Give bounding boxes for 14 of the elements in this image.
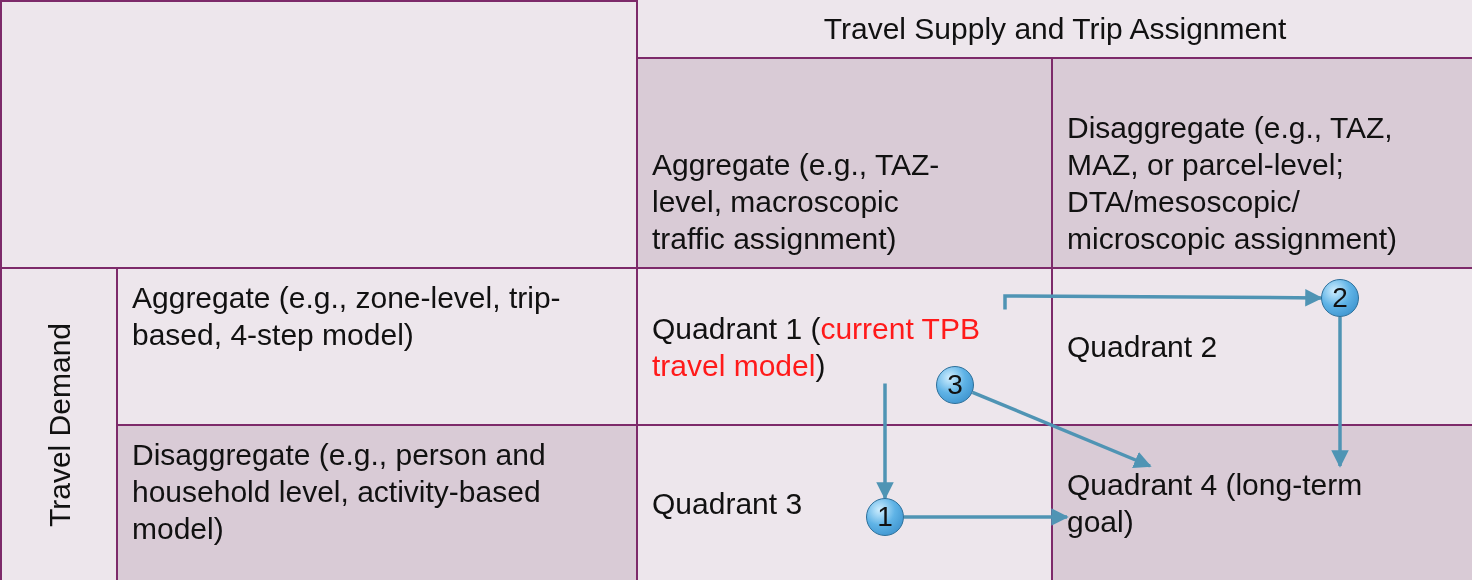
arrow (876, 383, 894, 500)
row-group-header: Travel Demand (40, 322, 78, 527)
column-header: Aggregate (e.g., TAZ-level, macroscopic traffic assignment) (652, 146, 952, 257)
arrow (1003, 289, 1323, 310)
arrow (904, 508, 1069, 526)
quadrant-label: Quadrant 2 (1067, 328, 1218, 365)
quadrant-label: Quadrant 4 (long-term goal) (1067, 466, 1397, 540)
column-header: Disaggregate (e.g., TAZ, MAZ, or parcel-level; DTA/mesoscopic/ microscopic assignment) (1067, 109, 1458, 257)
column-group-header: Travel Supply and Trip Assignment (823, 10, 1287, 47)
row-header: Disaggregate (e.g., person and household level, activity-based model) (132, 436, 622, 547)
row-header: Aggregate (e.g., zone-level, trip-based, 4-step model) (132, 279, 622, 353)
arrow (971, 390, 1152, 469)
arrow (1331, 317, 1349, 468)
quadrant-label: Quadrant 3 (652, 484, 803, 522)
